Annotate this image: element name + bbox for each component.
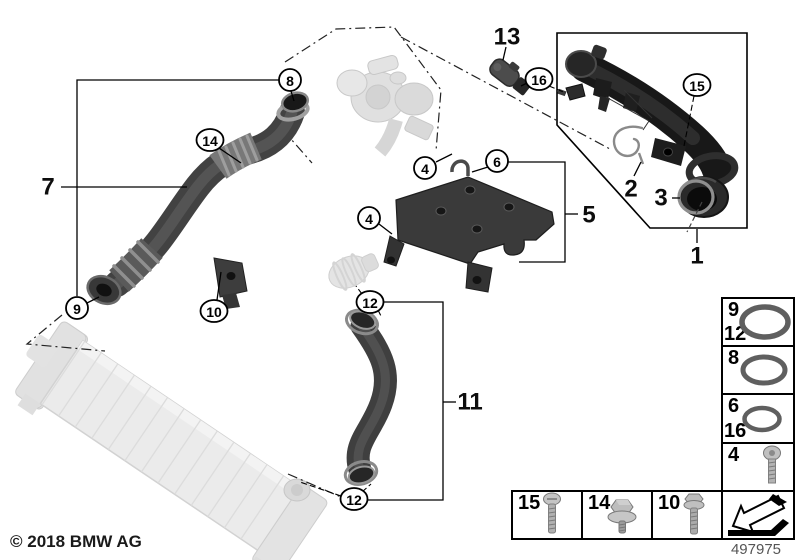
svg-text:9: 9	[73, 301, 81, 317]
svg-text:16: 16	[531, 72, 547, 88]
legend-cell-9-12[interactable]: 9 12	[721, 297, 795, 347]
svg-text:4: 4	[421, 161, 429, 177]
callout-4-lower[interactable]: 4	[357, 206, 381, 230]
part-6-clip[interactable]	[450, 159, 470, 176]
legend-number: 12	[724, 323, 747, 345]
callout-12-lower[interactable]: 12	[339, 487, 369, 511]
callout-6[interactable]: 6	[485, 149, 509, 173]
part-9-flange[interactable]	[83, 271, 125, 309]
part-11-charge-air-hose[interactable]	[343, 306, 398, 488]
direction-arrow-icon	[728, 494, 789, 536]
legend-cell-8[interactable]: 8	[721, 345, 795, 395]
svg-text:12: 12	[346, 492, 362, 508]
legend-cell-4[interactable]: 4	[721, 442, 795, 492]
legend-cell-10[interactable]: 10	[651, 490, 723, 540]
part-label-5[interactable]: 5	[582, 202, 595, 229]
part-1-intake-duct[interactable]	[557, 44, 739, 218]
pan-head-screw-icon	[543, 492, 561, 534]
hex-bolt-washer-icon	[607, 499, 637, 534]
svg-text:15: 15	[689, 78, 705, 94]
intercooler-ghost	[15, 321, 328, 560]
o-ring-small-icon	[742, 405, 782, 432]
torx-pan-screw-icon	[763, 445, 781, 484]
part-label-7[interactable]: 7	[41, 174, 54, 201]
legend-number: 9	[728, 299, 740, 321]
legend-cell-14[interactable]: 14	[581, 490, 653, 540]
part-14-sleeve[interactable]	[209, 132, 262, 179]
legend-number: 8	[728, 347, 740, 369]
callout-14[interactable]: 14	[195, 128, 225, 152]
callout-15[interactable]: 15	[682, 73, 712, 97]
o-ring-large-icon	[739, 304, 791, 340]
part-3-clamp[interactable]	[677, 179, 715, 233]
part-1-box	[556, 32, 748, 229]
callout-9[interactable]: 9	[65, 296, 89, 320]
svg-text:14: 14	[202, 133, 218, 149]
legend-number: 6	[728, 395, 740, 417]
legend-cell-6-16[interactable]: 6 16	[721, 393, 795, 444]
hex-flange-screw-icon	[683, 493, 705, 535]
callout-8[interactable]: 8	[278, 68, 302, 92]
part-label-13[interactable]: 13	[494, 24, 521, 51]
part-label-2[interactable]: 2	[624, 176, 637, 203]
legend-number: 14	[588, 492, 611, 514]
part-10-bracket-tab[interactable]	[213, 257, 248, 309]
legend-cell-arrow[interactable]	[721, 490, 795, 540]
resonator-ghost	[328, 253, 379, 291]
part-2-wire-clip[interactable]	[612, 125, 645, 165]
callout-10[interactable]: 10	[199, 299, 229, 323]
callout-16[interactable]: 16	[524, 67, 554, 91]
o-ring-medium-icon	[740, 354, 788, 386]
svg-text:6: 6	[493, 154, 501, 170]
callout-4-upper[interactable]: 4	[413, 156, 437, 180]
part-7-charge-air-pipe[interactable]	[83, 90, 310, 309]
diagram-number: 497975	[730, 541, 782, 558]
legend-number: 10	[658, 492, 681, 514]
legend-number: 4	[728, 444, 740, 466]
svg-text:12: 12	[362, 295, 378, 311]
part-5-bracket[interactable]	[383, 159, 555, 293]
part-2-position-lines	[605, 89, 653, 131]
part-label-3[interactable]: 3	[654, 185, 667, 212]
part-label-11[interactable]: 11	[457, 389, 482, 416]
legend-number: 16	[724, 420, 747, 442]
part-label-1[interactable]: 1	[690, 243, 703, 270]
leader-lines	[61, 46, 698, 501]
legend-number: 15	[518, 492, 541, 514]
svg-text:10: 10	[206, 304, 222, 320]
copyright-notice: © 2018 BMW AG	[10, 532, 142, 551]
callout-12-upper[interactable]: 12	[355, 290, 385, 314]
svg-text:4: 4	[365, 211, 373, 227]
turbocharger-ghost	[336, 54, 434, 157]
svg-text:8: 8	[286, 73, 294, 89]
legend-cell-15[interactable]: 15	[511, 490, 583, 540]
